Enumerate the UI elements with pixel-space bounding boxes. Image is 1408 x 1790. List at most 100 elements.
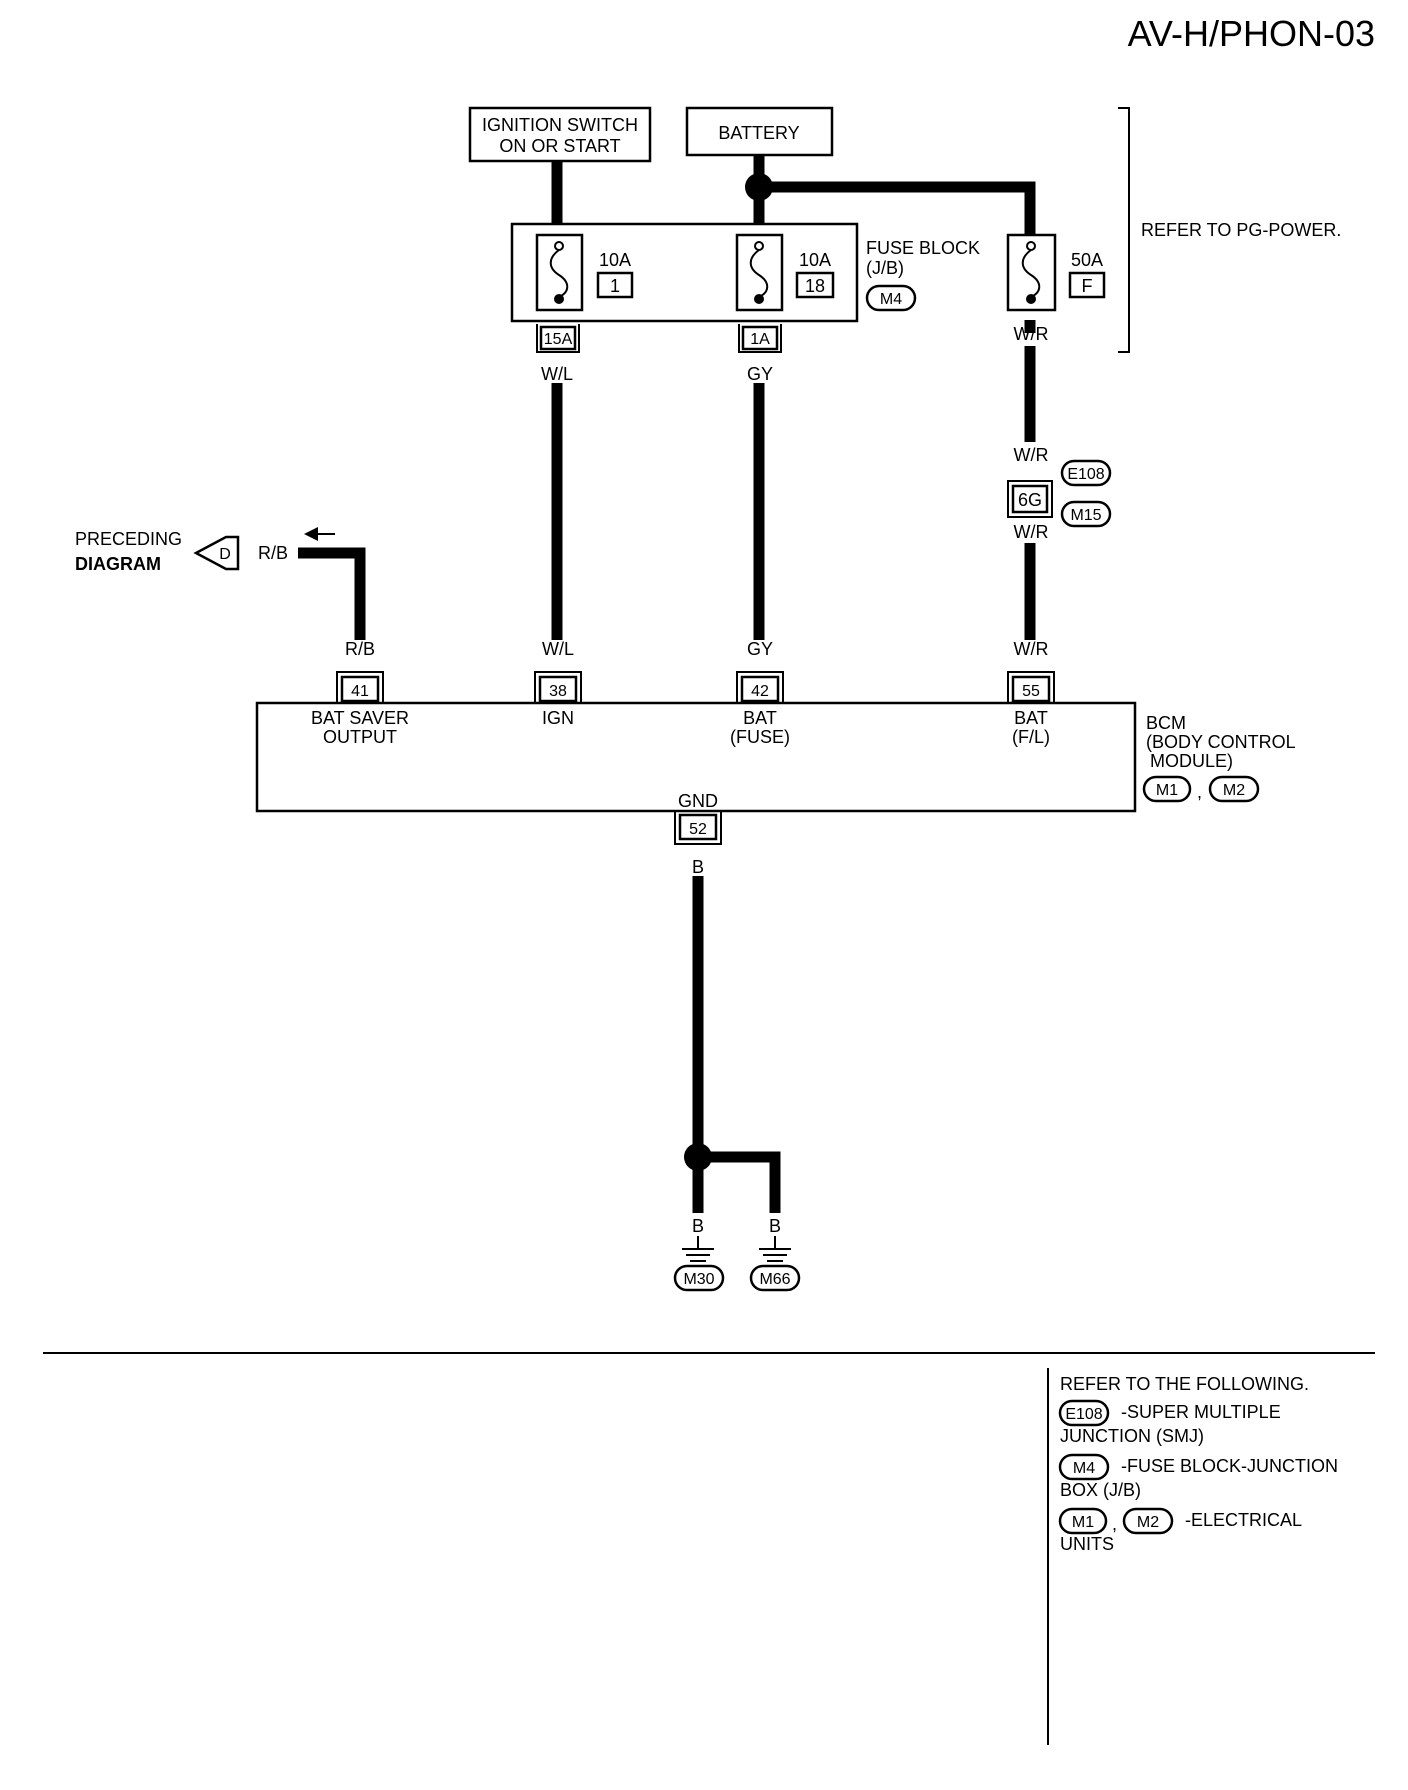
refer-m2: M2 bbox=[1137, 1514, 1159, 1531]
fuse-18-rating: 10A bbox=[799, 250, 831, 270]
refer-m4-text-line1: -FUSE BLOCK-JUNCTION bbox=[1121, 1456, 1338, 1476]
refer-m4-text-line2: BOX (J/B) bbox=[1060, 1480, 1141, 1500]
ignition-switch-box: IGNITION SWITCH ON OR START bbox=[468, 106, 652, 163]
refer-m1-badge bbox=[1058, 1507, 1108, 1535]
connector-m30-badge bbox=[673, 1264, 725, 1292]
refer-m2-badge bbox=[1122, 1507, 1174, 1535]
refer-e108-text-line1: -SUPER MULTIPLE bbox=[1121, 1402, 1281, 1422]
refer-m4: M4 bbox=[1073, 1460, 1095, 1477]
joint-terminal-6g: 6G bbox=[1007, 480, 1053, 518]
svg-text:6G: 6G bbox=[1018, 490, 1042, 510]
refer-m4-badge bbox=[1058, 1453, 1110, 1481]
wire-label-w-r-2: W/R bbox=[1014, 445, 1049, 465]
wire-label-gy: GY bbox=[747, 639, 773, 659]
preceding-label-line1: PRECEDING bbox=[75, 529, 182, 549]
bcm-terminal-42-name-line1: BAT bbox=[743, 708, 777, 728]
fuse-18-number: 18 bbox=[805, 276, 825, 296]
svg-text:41: 41 bbox=[351, 683, 369, 700]
bcm-terminal-41-name-line1: BAT SAVER bbox=[311, 708, 409, 728]
pg-power-bracket bbox=[1118, 107, 1130, 353]
svg-text:1A: 1A bbox=[750, 331, 770, 348]
connector-m1: M1 bbox=[1156, 782, 1178, 799]
terminal-1a: 1A bbox=[738, 324, 782, 353]
svg-text:42: 42 bbox=[751, 683, 769, 700]
connector-e108: E108 bbox=[1067, 466, 1104, 483]
wire-r-b bbox=[298, 547, 366, 640]
svg-text:15A: 15A bbox=[544, 331, 573, 348]
bcm-terminal-42: 42 bbox=[736, 671, 784, 703]
connector-m30: M30 bbox=[683, 1271, 714, 1288]
preceding-connector-d bbox=[193, 535, 240, 571]
refer-m1-m2-separator: , bbox=[1112, 1514, 1117, 1534]
fuse-10a-18 bbox=[735, 233, 784, 312]
wire-label-w-r: W/R bbox=[1014, 639, 1049, 659]
fusible-link-50a bbox=[1006, 233, 1057, 312]
svg-text:38: 38 bbox=[549, 683, 567, 700]
fuse-1-number-box bbox=[596, 271, 634, 299]
wire-label-w-l: W/L bbox=[542, 639, 574, 659]
bcm-terminal-42-name-line2: (FUSE) bbox=[730, 727, 790, 747]
refer-m1-m2-text-line2: UNITS bbox=[1060, 1534, 1114, 1554]
refer-e108-text-line2: JUNCTION (SMJ) bbox=[1060, 1426, 1204, 1446]
ignition-label-line1: IGNITION SWITCH bbox=[482, 115, 638, 135]
wire-label-b-m66: B bbox=[769, 1216, 781, 1236]
battery-splice-dot bbox=[745, 173, 773, 201]
connector-m4-badge bbox=[865, 284, 917, 312]
fuse-10a-1 bbox=[535, 233, 584, 312]
bcm-terminal-41-name-line2: OUTPUT bbox=[323, 727, 397, 747]
bcm-terminal-38-name: IGN bbox=[542, 708, 574, 728]
terminal-15a: 15A bbox=[536, 324, 580, 353]
bcm-gnd-label: GND bbox=[678, 791, 718, 811]
refer-pg-power: REFER TO PG-POWER. bbox=[1141, 220, 1341, 240]
refer-heading: REFER TO THE FOLLOWING. bbox=[1060, 1374, 1309, 1394]
page-code: AV-H/PHON-03 bbox=[1128, 13, 1375, 54]
wire-label-r-b: R/B bbox=[345, 639, 375, 659]
preceding-label-line2: DIAGRAM bbox=[75, 554, 161, 574]
ground-symbol-m66 bbox=[759, 1236, 791, 1262]
fuse-18-number-box bbox=[795, 271, 835, 299]
bcm-terminal-52: 52 bbox=[674, 811, 722, 845]
fuse-block-label-line1: FUSE BLOCK bbox=[866, 238, 980, 258]
preceding-marker: D bbox=[219, 546, 231, 563]
connector-m2: M2 bbox=[1223, 782, 1245, 799]
bcm-label-line1: BCM bbox=[1146, 713, 1186, 733]
direction-arrow-icon bbox=[304, 527, 318, 541]
bcm-terminal-55: 55 bbox=[1007, 671, 1055, 703]
refer-e108-badge bbox=[1058, 1399, 1110, 1427]
wire-battery-to-fusible-link bbox=[759, 181, 1036, 240]
wire-label-w-l-top: W/L bbox=[541, 364, 573, 384]
battery-label: BATTERY bbox=[718, 123, 799, 143]
refer-m1-m2-text-line1: -ELECTRICAL bbox=[1185, 1510, 1302, 1530]
ground-symbol-m30 bbox=[682, 1236, 714, 1262]
ignition-label-line2: ON OR START bbox=[499, 136, 620, 156]
connector-m15-badge bbox=[1060, 500, 1112, 528]
battery-box: BATTERY bbox=[685, 106, 834, 157]
fuse-block-label-line2: (J/B) bbox=[866, 258, 904, 278]
connector-m4: M4 bbox=[880, 291, 902, 308]
bcm-label-line2: (BODY CONTROL bbox=[1146, 732, 1296, 752]
bcm-terminal-55-name-line1: BAT bbox=[1014, 708, 1048, 728]
connector-m2-badge bbox=[1208, 775, 1260, 803]
wire-label-b-m30: B bbox=[692, 1216, 704, 1236]
svg-text:52: 52 bbox=[689, 821, 707, 838]
connector-m66-badge bbox=[749, 1264, 801, 1292]
wire-label-w-r-1: W/R bbox=[1014, 324, 1049, 344]
bcm-label-line3: MODULE) bbox=[1150, 751, 1233, 771]
wire-b-m66 bbox=[698, 1151, 781, 1213]
bcm-terminal-38: 38 bbox=[534, 671, 582, 703]
refer-e108: E108 bbox=[1065, 1406, 1102, 1423]
fuse-1-number: 1 bbox=[610, 276, 620, 296]
bcm-terminal-55-name-line2: (F/L) bbox=[1012, 727, 1050, 747]
connector-m15: M15 bbox=[1070, 507, 1101, 524]
connector-m1-badge bbox=[1142, 775, 1192, 803]
fusible-link-number-box bbox=[1068, 271, 1106, 299]
svg-text:55: 55 bbox=[1022, 683, 1040, 700]
fusible-link-rating: 50A bbox=[1071, 250, 1103, 270]
refer-m1: M1 bbox=[1072, 1514, 1094, 1531]
fuse-block: 10A 1 10A 18 bbox=[510, 222, 859, 323]
wire-label-w-r-3: W/R bbox=[1014, 522, 1049, 542]
fuse-1-rating: 10A bbox=[599, 250, 631, 270]
connector-m66: M66 bbox=[759, 1271, 790, 1288]
wire-label-gy-top: GY bbox=[747, 364, 773, 384]
